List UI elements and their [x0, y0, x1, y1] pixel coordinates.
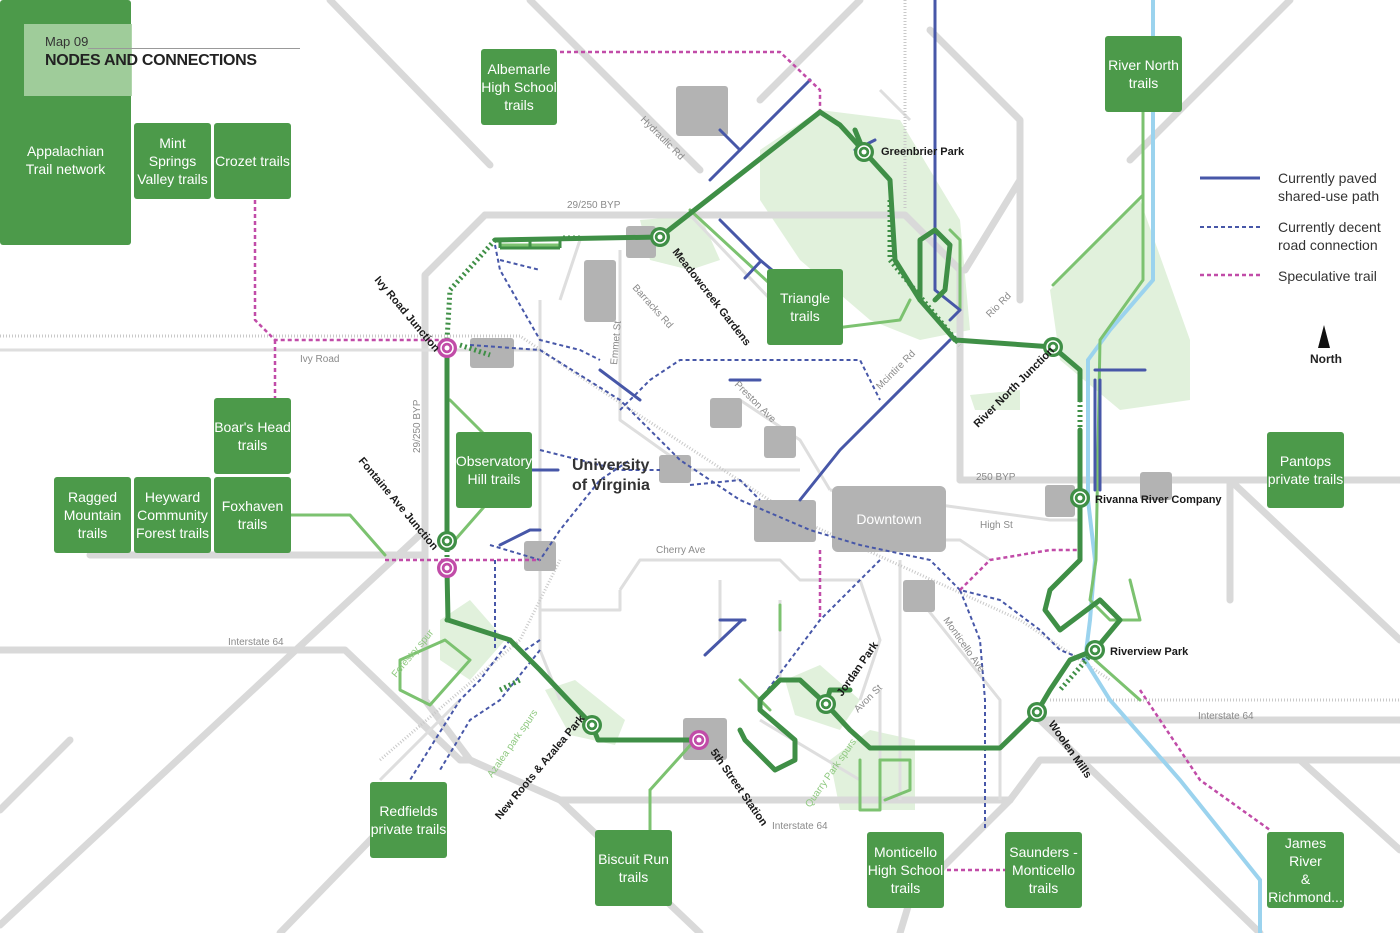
light-green-spurs — [288, 108, 1145, 832]
map-number: Map 09 — [45, 34, 89, 49]
destination-foxhaven: Foxhaven trails — [214, 477, 291, 553]
title-rule — [88, 48, 300, 49]
legend-paved-label: Currently paved shared-use path — [1278, 170, 1380, 204]
node-label-riverview: Riverview Park — [1110, 646, 1189, 658]
destination-redfields: Redfields private trails — [370, 782, 447, 858]
north-arrow-icon — [1318, 325, 1330, 348]
road-label-cherry: Cherry Ave — [656, 545, 706, 556]
node-label-greenbrier: Greenbrier Park — [881, 146, 965, 158]
destination-mint-springs: Mint Springs Valley trails — [134, 123, 211, 199]
downtown-label: Downtown — [856, 511, 921, 527]
destination-saunders: Saunders - Monticello trails — [1005, 832, 1082, 908]
legend-speculative-label: Speculative trail — [1278, 268, 1377, 284]
node-marker-riverview — [1085, 640, 1105, 660]
destination-heyward: Heyward Community Forest trails — [134, 477, 211, 553]
node-marker-fontaine — [437, 558, 457, 578]
node-marker-rivanna — [1070, 488, 1090, 508]
downtown-block — [832, 486, 946, 552]
node-marker-new-roots — [582, 715, 602, 735]
node-label-ivy-road: Ivy Road Junction — [372, 274, 442, 355]
node-label-fifth-st: 5th Street Station — [708, 747, 770, 829]
road-connections — [409, 244, 1086, 830]
road-label-high: High St — [980, 520, 1013, 531]
destination-triangle: Triangle trails — [767, 269, 843, 345]
node-label-new-roots: New Roots & Azalea Park — [493, 712, 588, 822]
north-label: North — [1310, 352, 1342, 366]
trail-gaps — [444, 200, 1097, 693]
node-marker-fifth-st — [689, 730, 709, 750]
destination-river-north: River North trails — [1105, 36, 1182, 112]
node-marker-jpa — [437, 531, 457, 551]
legend-swatches — [1200, 176, 1260, 277]
destination-observatory: Observatory Hill trails — [456, 432, 532, 508]
destination-monticello-hs: Monticello High School trails — [867, 832, 944, 908]
road-label-i64-west: Interstate 64 — [228, 637, 284, 648]
road-label-i64-east: Interstate 64 — [1198, 711, 1254, 722]
destination-albemarle-hs: Albemarle High School trails — [481, 49, 557, 125]
destination-james-river: James River & Richmond... — [1267, 832, 1344, 908]
node-marker-ivy-road — [437, 338, 457, 358]
destination-ragged: Ragged Mountain trails — [54, 477, 131, 553]
node-marker-jordan — [816, 694, 836, 714]
node-marker-greenbrier — [854, 142, 874, 162]
destination-boars-head: Boar's Head trails — [214, 398, 291, 474]
node-label-rivanna: Rivanna River Company — [1095, 494, 1222, 506]
trail-nodes — [437, 142, 1105, 750]
destination-crozet: Crozet trails — [214, 123, 291, 199]
road-label-byp-top: 29/250 BYP — [567, 200, 621, 211]
node-label-river-north-jct: River North Junction — [972, 345, 1058, 431]
node-marker-woolen — [1027, 702, 1047, 722]
title-panel — [24, 24, 132, 96]
node-label-woolen: Woolen Mills — [1046, 719, 1094, 781]
road-label-byp-250: 250 BYP — [976, 472, 1016, 483]
road-label-byp-side: 29/250 BYP — [412, 399, 423, 453]
node-marker-river-north-jct — [1043, 337, 1063, 357]
legend-road-label: Currently decent road connection — [1278, 219, 1381, 253]
road-label-ivy: Ivy Road — [300, 354, 339, 365]
paved-paths — [498, 0, 1147, 657]
road-label-forestry: Forestry spur — [390, 627, 437, 680]
road-label-barracks: Barracks Rd — [630, 283, 675, 331]
map-title: NODES AND CONNECTIONS — [45, 52, 257, 69]
road-label-emmet: Emmet St — [609, 320, 624, 365]
main-trail-loop — [444, 109, 1123, 773]
trail-ticks — [498, 240, 562, 250]
road-label-i64-south: Interstate 64 — [772, 821, 828, 832]
destination-biscuit-run: Biscuit Run trails — [595, 830, 672, 906]
speculative-trails — [253, 50, 1271, 872]
destination-pantops: Pantops private trails — [1267, 432, 1344, 508]
road-label-mcintire: Mcintire Rd — [874, 349, 918, 393]
railroad — [0, 0, 1400, 762]
road-label-rio: Rio Rd — [984, 291, 1013, 320]
node-marker-meadowcreek — [650, 227, 670, 247]
landmark-blocks — [470, 86, 1172, 760]
